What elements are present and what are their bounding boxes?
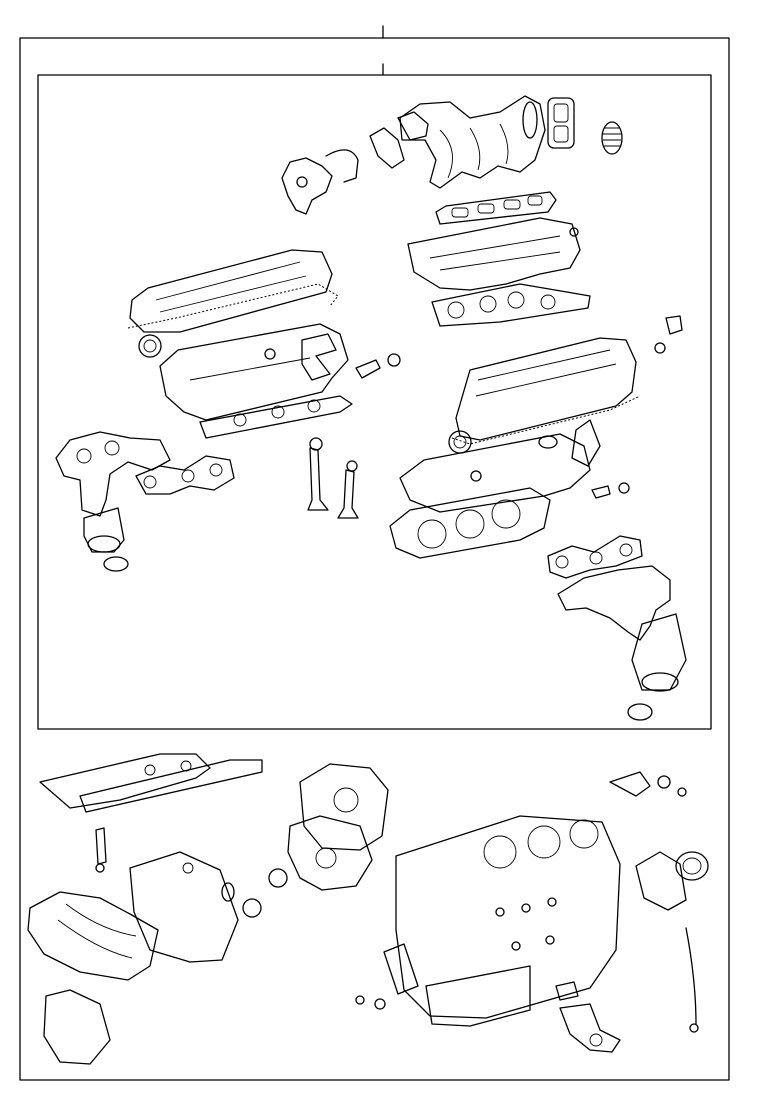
timing-cover-upper-icon[interactable] bbox=[299, 763, 389, 851]
rear-seal-retainer-icon[interactable] bbox=[635, 851, 687, 911]
oil-dipstick-icon[interactable] bbox=[685, 927, 699, 1033]
intake-valve-icon[interactable] bbox=[307, 437, 329, 511]
inner-kit-frame bbox=[37, 74, 712, 730]
egr-valve-icon[interactable] bbox=[281, 149, 359, 215]
cylinder-head-left-icon[interactable] bbox=[159, 323, 349, 421]
exhaust-manifold-right-icon[interactable] bbox=[557, 565, 687, 692]
exhaust-gasket-left-ring-icon[interactable] bbox=[103, 556, 129, 572]
oil-pump-gasket-icon[interactable] bbox=[355, 981, 579, 1010]
timing-bracket-icon[interactable] bbox=[43, 989, 111, 1065]
cylinder-head-right-icon[interactable] bbox=[399, 433, 630, 513]
throttle-gasket-icon[interactable] bbox=[547, 97, 575, 149]
intake-gasket-row-icon[interactable] bbox=[431, 283, 591, 327]
manifold-gasket-small-icon[interactable] bbox=[369, 111, 429, 169]
water-pump-fitting-icon[interactable] bbox=[609, 771, 687, 797]
oil-strainer-icon[interactable] bbox=[559, 1003, 621, 1053]
engine-block-icon[interactable] bbox=[383, 815, 621, 1019]
round-filter-icon[interactable] bbox=[601, 121, 623, 155]
intake-manifold-lower-icon[interactable] bbox=[407, 217, 581, 291]
exhaust-gasket-left-icon[interactable] bbox=[199, 395, 353, 439]
fuel-injector-icon[interactable] bbox=[95, 827, 107, 873]
exhaust-port-gasket-right-icon[interactable] bbox=[547, 535, 643, 579]
fuel-rail-icon[interactable] bbox=[39, 753, 263, 813]
valve-cover-right-icon[interactable] bbox=[451, 337, 641, 445]
exhaust-valve-icon[interactable] bbox=[337, 460, 359, 519]
outer-kit-frame bbox=[19, 37, 730, 1081]
exhaust-manifold-left-icon[interactable] bbox=[55, 431, 171, 553]
water-outlet-gasket-icon[interactable] bbox=[538, 419, 601, 467]
intake-manifold-icon[interactable] bbox=[399, 95, 546, 189]
front-seal-icon[interactable] bbox=[221, 868, 288, 918]
valve-cover-left-icon[interactable] bbox=[127, 249, 339, 333]
spark-plug-icon[interactable] bbox=[355, 353, 401, 379]
timing-cover-lower-icon[interactable] bbox=[287, 815, 373, 891]
timing-belt-cover-icon[interactable] bbox=[129, 851, 239, 963]
oil-cap-icon[interactable] bbox=[654, 315, 683, 354]
air-intake-duct-icon[interactable] bbox=[27, 891, 159, 981]
oil-pan-icon[interactable] bbox=[425, 965, 531, 1027]
intake-port-gasket-icon[interactable] bbox=[435, 191, 557, 225]
cam-seal-left-icon[interactable] bbox=[138, 334, 162, 358]
exhaust-gasket-right-ring-icon[interactable] bbox=[627, 703, 653, 721]
head-gasket-icon[interactable] bbox=[389, 487, 551, 559]
exhaust-port-gasket-icon[interactable] bbox=[135, 455, 235, 495]
rear-oil-seal-icon[interactable] bbox=[675, 851, 709, 881]
